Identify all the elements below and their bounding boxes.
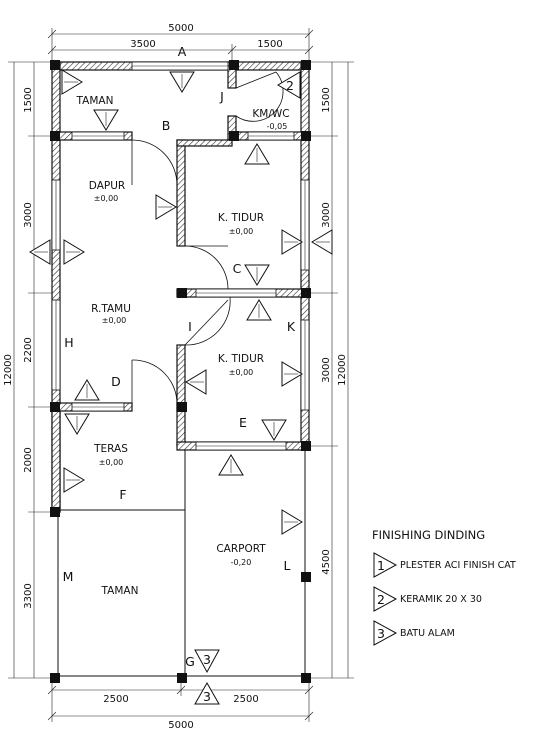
letter-k: K [287,319,296,334]
room-dapur-level: ±0,00 [94,194,119,203]
marker-down-c [244,264,270,286]
room-rtamu-level: ±0,00 [102,316,127,325]
marker-right-rtamu [63,239,85,265]
letter-b: B [162,118,171,133]
dimension-bottom: 2500 2500 5000 [47,680,314,731]
marker-2-number: 2 [286,78,294,93]
legend-item-2-num: 2 [377,592,385,607]
finishing-markers: 2 3 3 [29,69,333,705]
marker-right-ktidur2 [281,361,303,387]
marker-right-ktidur1 [281,229,303,255]
dim-bottom-left: 2500 [103,694,128,705]
room-carport: CARPORT [216,543,266,555]
dim-top-total: 5000 [168,23,193,34]
room-ktidur-2-level: ±0,00 [229,368,254,377]
marker-up-kmwc [244,143,270,165]
room-teras: TERAS [93,443,128,455]
dim-left-seg-5: 3300 [23,583,34,608]
room-labels: TAMAN KM/WC -0,05 DAPUR ±0,00 K. TIDUR ±… [76,95,290,597]
legend-item-1: 1 PLESTER ACI FINISH CAT [373,552,516,578]
marker-left-ktidur1 [311,229,333,255]
dim-top-left: 3500 [130,39,155,50]
marker-right-taman [61,69,83,95]
dim-left-seg-3: 2200 [23,337,34,362]
room-kmwc: KM/WC [252,108,289,120]
marker-right-dapur [155,194,177,220]
letter-m: M [63,569,74,584]
dim-left-total: 12000 [3,354,14,386]
room-ktidur-1: K. TIDUR [218,212,264,224]
dim-left-seg-1: 1500 [23,87,34,112]
marker-right-teras [63,467,85,493]
dim-right-total: 12000 [337,354,348,386]
letter-h: H [64,335,73,350]
legend-item-1-num: 1 [377,558,385,573]
room-teras-level: ±0,00 [99,458,124,467]
letter-a: A [178,44,187,59]
legend-item-3: 3 BATU ALAM [373,620,455,646]
dim-bottom-total: 5000 [168,720,193,731]
site-boundary [57,446,306,677]
marker-up-d [74,379,100,401]
marker-right-carport [281,509,303,535]
room-ktidur-2: K. TIDUR [218,353,264,365]
marker-up-carport [218,454,244,476]
dimension-top: 5000 3500 1500 [47,23,314,62]
room-dapur: DAPUR [89,180,125,192]
letter-c: C [233,261,242,276]
legend-item-1-label: PLESTER ACI FINISH CAT [400,560,516,571]
legend-title: FINISHING DINDING [372,528,485,542]
letter-f: F [119,487,126,502]
marker-2-kmwc: 2 [277,71,301,99]
marker-down-taman [93,109,119,131]
marker-left-ktidur2 [185,369,207,395]
legend-item-3-label: BATU ALAM [400,628,455,639]
dim-right-seg-3: 3000 [321,357,332,382]
dim-top-right: 1500 [257,39,282,50]
columns [50,60,311,683]
letter-e: E [239,415,247,430]
room-carport-level: -0,20 [231,558,252,567]
doors [131,71,284,406]
section-letters: A B J C I K H D E F L M G [63,44,296,669]
room-kmwc-level: -0,05 [267,122,288,131]
marker-down-teras [64,413,90,435]
letter-l: L [284,558,291,573]
dimension-left: 12000 1500 3000 2200 2000 3300 [3,61,54,679]
marker-up-ktidur2 [246,299,272,321]
letter-g: G [185,654,195,669]
dim-bottom-right: 2500 [233,694,258,705]
legend-item-2: 2 KERAMIK 20 X 30 [373,586,482,612]
dim-left-seg-2: 3000 [23,202,34,227]
dimension-right: 12000 1500 3000 3000 4500 [307,61,354,679]
letter-j: J [219,89,224,104]
letter-d: D [111,374,121,389]
room-ktidur-1-level: ±0,00 [229,227,254,236]
marker-left-rtamu [29,239,51,265]
dim-right-seg-2: 3000 [321,202,332,227]
marker-3-number-bottom: 3 [203,689,211,704]
letter-i: I [188,319,192,334]
dim-left-seg-4: 2000 [23,447,34,472]
marker-down-e [261,419,287,441]
room-taman-top: TAMAN [76,95,114,107]
dim-right-seg-1: 1500 [321,87,332,112]
legend: FINISHING DINDING 1 PLESTER ACI FINISH C… [372,528,516,646]
legend-item-3-num: 3 [377,626,385,641]
windows [51,61,310,451]
legend-item-2-label: KERAMIK 20 X 30 [400,594,482,605]
room-rtamu: R.TAMU [91,303,131,315]
marker-3-g: 3 [194,649,220,674]
room-taman-bottom: TAMAN [101,585,139,597]
dim-right-seg-4: 4500 [321,549,332,574]
marker-down-a [169,71,195,93]
marker-3-number-top: 3 [203,652,211,667]
marker-3-bottom: 3 [194,681,220,705]
